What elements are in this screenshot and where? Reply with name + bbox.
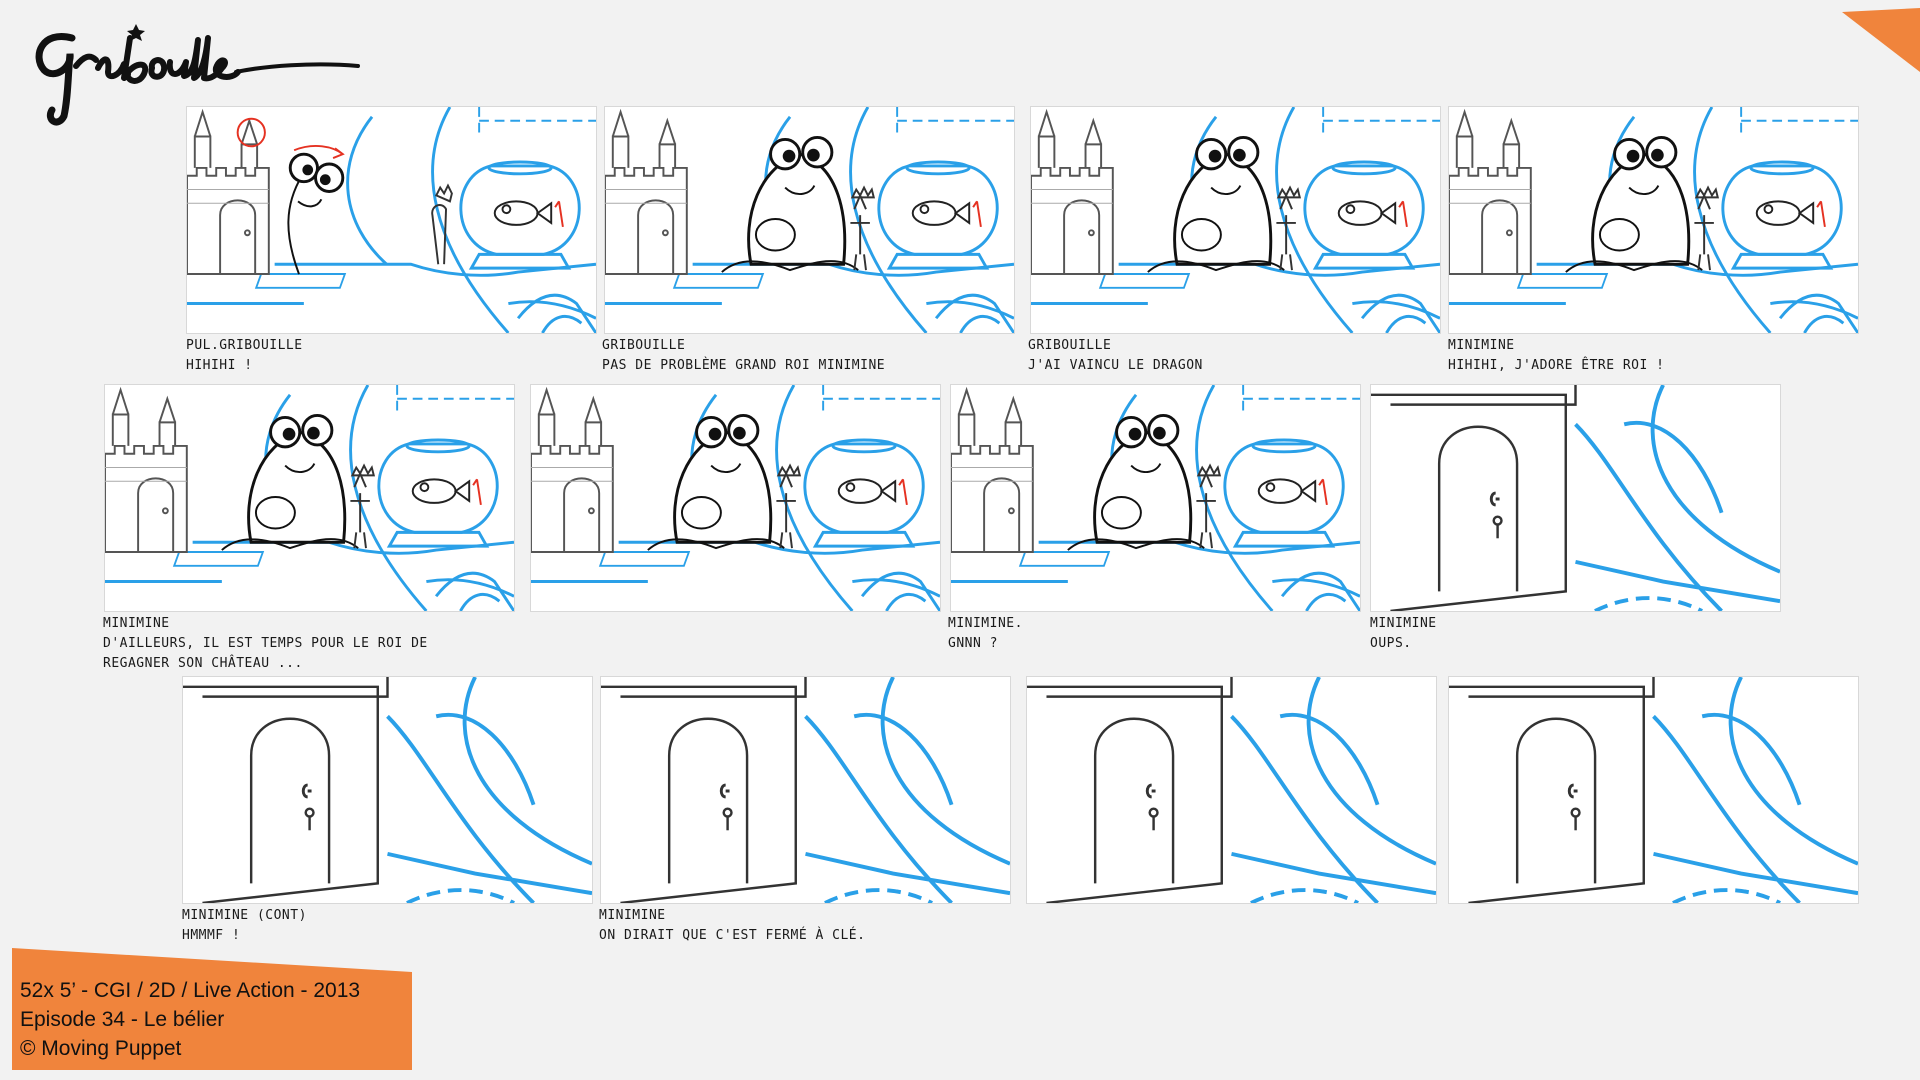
- storyboard-panel: [1448, 676, 1859, 904]
- panel-caption-dialogue: J'AI VAINCU LE DRAGON: [1028, 358, 1203, 373]
- storyboard-panel: [1030, 106, 1441, 334]
- storyboard-panel: [182, 676, 593, 904]
- panel-caption-dialogue: OUPS.: [1370, 636, 1412, 651]
- production-info: 52x 5’ - CGI / 2D / Live Action - 2013 E…: [12, 948, 412, 1070]
- gribouille-logo: [35, 24, 360, 126]
- panel-caption-dialogue: ON DIRAIT QUE C'EST FERMÉ À CLÉ.: [599, 928, 866, 943]
- storyboard-panel: [950, 384, 1361, 612]
- panel-caption-character: MINIMINE: [1448, 338, 1515, 353]
- panel-caption-dialogue: HMMMF !: [182, 928, 241, 943]
- storyboard-panel: [186, 106, 597, 334]
- panel-caption-character: GRIBOUILLE: [1028, 338, 1112, 353]
- panel-caption-character: MINIMINE: [599, 908, 666, 923]
- panel-caption-dialogue: HIHIHI !: [186, 358, 253, 373]
- panel-caption-character: PUL.GRIBOUILLE: [186, 338, 303, 353]
- corner-accent: [1842, 8, 1920, 72]
- panel-caption-dialogue: PAS DE PROBLÈME GRAND ROI MINIMINE: [602, 358, 886, 373]
- info-background: [12, 948, 412, 1070]
- info-series-format: 52x 5’ - CGI / 2D / Live Action - 2013: [20, 979, 361, 1002]
- storyboard-panel: [1026, 676, 1437, 904]
- panel-caption-dialogue: GNNN ?: [948, 636, 998, 651]
- info-episode: Episode 34 - Le bélier: [20, 1008, 225, 1031]
- panel-caption-dialogue: HIHIHI, J'ADORE ÊTRE ROI !: [1448, 358, 1665, 373]
- panel-caption-character: MINIMINE (CONT): [182, 908, 307, 923]
- storyboard-panel: [600, 676, 1011, 904]
- storyboard-panel: [1448, 106, 1859, 334]
- info-copyright: © Moving Puppet: [20, 1037, 182, 1060]
- storyboard-panel: [530, 384, 941, 612]
- storyboard-panel: [1370, 384, 1781, 612]
- panel-caption-dialogue: D'AILLEURS, IL EST TEMPS POUR LE ROI DE …: [103, 636, 428, 671]
- panel-caption-character: MINIMINE: [1370, 616, 1437, 631]
- storyboard-panel: [104, 384, 515, 612]
- storyboard-panel: [604, 106, 1015, 334]
- panel-caption-character: MINIMINE: [103, 616, 170, 631]
- panel-caption-character: GRIBOUILLE: [602, 338, 686, 353]
- panel-caption-character: MINIMINE.: [948, 616, 1023, 631]
